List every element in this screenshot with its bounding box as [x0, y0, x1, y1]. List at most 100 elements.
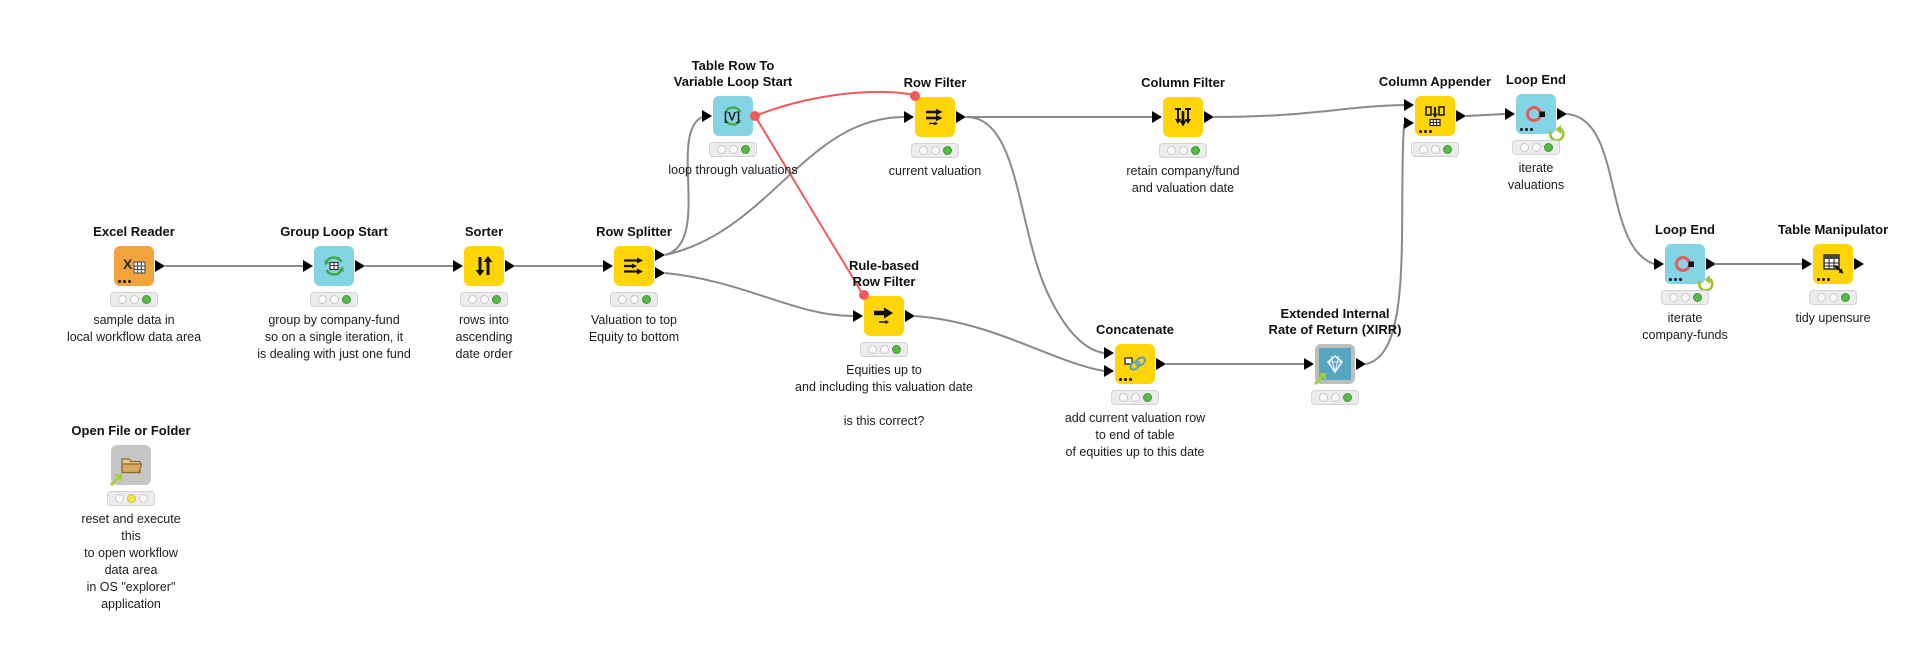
input-port[interactable]	[1304, 358, 1314, 370]
group-loop-start-icon	[324, 256, 344, 276]
loop-end-icon	[1675, 256, 1694, 272]
flow-variable-output-port[interactable]	[750, 111, 760, 121]
node-body[interactable]	[904, 91, 966, 137]
edge-loop-end-to-loop-end	[1566, 113, 1655, 265]
input-port[interactable]	[303, 260, 313, 272]
input-port[interactable]	[603, 260, 613, 272]
output-port-bottom[interactable]	[655, 267, 665, 279]
output-port[interactable]	[956, 111, 966, 123]
node-body[interactable]	[1654, 244, 1716, 292]
input-port[interactable]	[1654, 258, 1664, 270]
output-port[interactable]	[1156, 358, 1166, 370]
output-port[interactable]	[155, 260, 165, 272]
node-xirr-component[interactable]: Extended Internal Rate of Return (XIRR)	[1269, 306, 1401, 405]
flow-variable-input-port[interactable]	[910, 91, 920, 101]
node-table-manipulator[interactable]: Table Manipulator tidy upensure	[1778, 222, 1888, 325]
input-port-top[interactable]	[1104, 347, 1114, 359]
output-port[interactable]	[905, 310, 915, 322]
output-port[interactable]	[1557, 108, 1567, 120]
node-body[interactable]: X	[114, 246, 165, 286]
node-body[interactable]	[603, 246, 665, 286]
table-row-to-variable-loop-start-icon: [V]	[724, 106, 742, 126]
input-port[interactable]	[1802, 258, 1812, 270]
status-light	[310, 292, 358, 307]
node-annotation: add current valuation row to end of tabl…	[1064, 411, 1206, 459]
node-column-filter[interactable]: Column Filter retain company/fund and va…	[1126, 75, 1239, 195]
node-rule-based-row-filter[interactable]: Rule-based Row Filter Equities up to and…	[795, 258, 973, 428]
output-port[interactable]	[355, 260, 365, 272]
node-body[interactable]: [V]	[702, 96, 760, 136]
edge-row-splitter-to-row-filter	[664, 116, 905, 256]
node-body[interactable]	[1505, 94, 1567, 142]
input-port-top[interactable]	[1404, 99, 1414, 111]
dynamic-port-dots	[1419, 130, 1432, 133]
node-body[interactable]	[1104, 344, 1166, 384]
node-annotation: current valuation	[888, 164, 982, 178]
node-concatenate[interactable]: Concatenate add current valuation row to…	[1065, 322, 1205, 459]
svg-text:X: X	[123, 256, 133, 272]
row-splitter-icon	[624, 257, 643, 275]
flow-var-edge-trtv-to-rule-based-row-filter	[754, 115, 865, 295]
node-title: Concatenate	[1095, 322, 1175, 337]
node-body[interactable]	[1802, 244, 1864, 284]
node-annotation: reset and execute this to open workflow …	[81, 512, 181, 611]
node-body[interactable]	[109, 445, 151, 487]
node-title: Rule-based Row Filter	[848, 258, 920, 289]
input-port[interactable]	[904, 111, 914, 123]
node-body[interactable]	[853, 290, 915, 336]
output-port[interactable]	[505, 260, 515, 272]
node-title: Table Manipulator	[1777, 222, 1889, 237]
node-title: Row Splitter	[596, 224, 672, 239]
flow-variable-input-port[interactable]	[859, 290, 869, 300]
node-row-splitter[interactable]: Row Splitter Valuation to top Equity to …	[589, 224, 679, 344]
node-body[interactable]	[1404, 96, 1466, 136]
node-body[interactable]	[1152, 97, 1214, 137]
node-column-appender[interactable]: Column Appender	[1379, 74, 1491, 157]
node-row-filter[interactable]: Row Filter current valuation	[889, 75, 981, 178]
input-port[interactable]	[702, 110, 712, 122]
table-manipulator-icon	[1823, 254, 1844, 274]
node-table-row-to-variable-loop-start[interactable]: Table Row To Variable Loop Start [V] loo…	[668, 58, 797, 177]
dynamic-port-dots	[1520, 128, 1533, 131]
status-light	[709, 142, 757, 157]
output-port-top[interactable]	[655, 249, 665, 261]
svg-text:[V]: [V]	[724, 110, 740, 124]
open-folder-icon	[121, 458, 143, 474]
input-port[interactable]	[853, 310, 863, 322]
flow-var-edge-trtv-to-row-filter	[754, 90, 916, 117]
edge-row-filter-to-concatenate	[965, 116, 1105, 354]
node-title: Group Loop Start	[280, 224, 388, 239]
node-group-loop-start[interactable]: Group Loop Start group by company-fund s…	[257, 224, 411, 361]
output-port[interactable]	[1706, 258, 1716, 270]
node-loop-end-valuations[interactable]: Loop End iterate valuations	[1505, 72, 1567, 192]
node-body[interactable]	[303, 246, 365, 286]
output-port[interactable]	[1854, 258, 1864, 270]
input-port-bottom[interactable]	[1404, 117, 1414, 129]
status-light	[911, 143, 959, 158]
node-sorter[interactable]: Sorter rows into ascending date order	[453, 224, 515, 361]
excel-reader-icon: X	[123, 256, 146, 274]
rule-based-row-filter-icon	[874, 307, 893, 324]
output-port[interactable]	[1456, 110, 1466, 122]
node-body[interactable]	[453, 246, 515, 286]
input-port[interactable]	[453, 260, 463, 272]
edge-row-splitter-to-trtv-loop-start	[664, 116, 703, 256]
node-annotation: rows into ascending date order	[455, 313, 513, 361]
node-annotation: Valuation to top Equity to bottom	[588, 313, 680, 344]
node-body[interactable]	[1304, 344, 1366, 386]
column-appender-icon	[1425, 106, 1445, 127]
input-port[interactable]	[1505, 108, 1515, 120]
node-excel-reader[interactable]: Excel Reader X sample data in local work…	[67, 224, 201, 344]
output-port[interactable]	[1356, 358, 1366, 370]
status-light	[1411, 142, 1459, 157]
output-port[interactable]	[1204, 111, 1214, 123]
node-open-file-or-folder[interactable]: Open File or Folder reset and execute th…	[71, 423, 190, 611]
input-port[interactable]	[1152, 111, 1162, 123]
node-loop-end-company-funds[interactable]: Loop End iterate company-funds	[1642, 222, 1727, 342]
input-port-bottom[interactable]	[1104, 365, 1114, 377]
status-light	[1159, 143, 1207, 158]
node-annotation: loop through valuations	[668, 163, 798, 177]
sorter-icon	[475, 256, 493, 276]
